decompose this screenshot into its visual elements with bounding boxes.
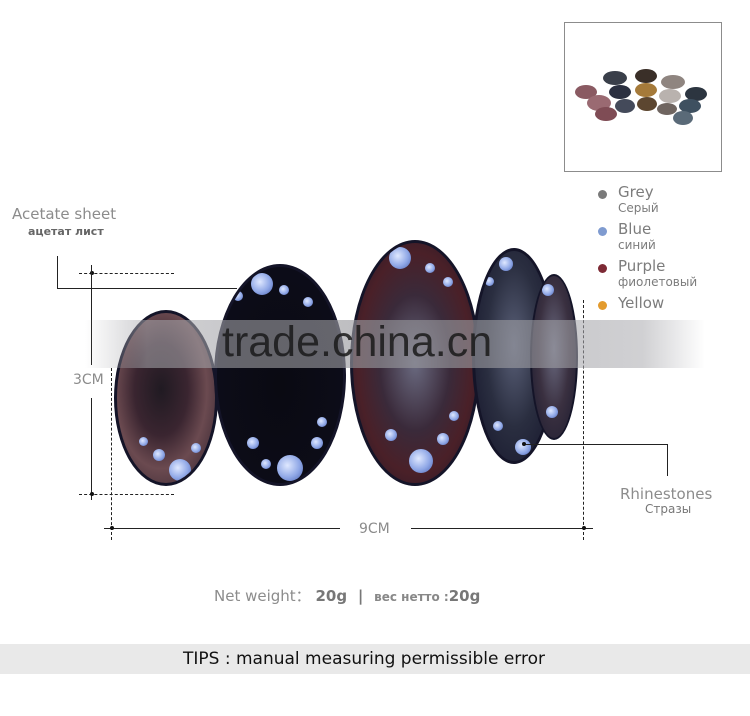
height-top-dashline <box>79 273 174 274</box>
height-dimension-line-bottom <box>91 398 92 500</box>
acetate-label: Acetate sheet <box>12 205 117 223</box>
height-dimension-line-top <box>91 265 92 365</box>
width-dimension-line-left <box>104 528 340 529</box>
legend-item-purple[interactable]: Purple фиолетовый <box>596 258 746 295</box>
legend-label-ru: Серый <box>618 201 659 215</box>
width-dimension-line-right <box>411 528 593 529</box>
net-weight-value-ru: 20g <box>448 587 481 605</box>
watermark-text: trade.china.cn <box>222 318 493 366</box>
rhinestones-label: Rhinestones <box>620 485 713 503</box>
rhinestone-leader-vertical <box>667 444 668 476</box>
leader-dot <box>522 442 526 446</box>
clip-oval-2 <box>214 264 346 486</box>
tips-bar <box>0 644 750 674</box>
legend-label-en: Grey <box>618 183 654 201</box>
net-weight-value: 20g <box>315 587 348 605</box>
dimension-dot <box>110 526 114 530</box>
weight-separator: | <box>357 587 364 605</box>
legend-label-en: Yellow <box>618 294 665 312</box>
purple-swatch-icon <box>598 264 607 273</box>
net-weight-label: Net weight： <box>214 587 311 605</box>
tips-text: TIPS : manual measuring permissible erro… <box>183 649 545 669</box>
legend-label-en: Purple <box>618 257 666 275</box>
rhinestones-label-ru: Стразы <box>645 502 692 516</box>
legend-label-ru: фиолетовый <box>618 275 698 289</box>
product-thumbnail <box>564 22 722 172</box>
width-left-dashline <box>111 368 112 540</box>
legend-item-blue[interactable]: Blue синий <box>596 221 746 258</box>
legend-item-grey[interactable]: Grey Серый <box>596 184 746 221</box>
legend-item-yellow[interactable]: Yellow <box>596 295 746 332</box>
acetate-leader-vertical <box>57 256 58 288</box>
legend-label-en: Blue <box>618 220 652 238</box>
dimension-dot <box>90 271 94 275</box>
dimension-dot <box>90 492 94 496</box>
legend-label-ru: синий <box>618 238 656 252</box>
blue-swatch-icon <box>598 227 607 236</box>
dimension-dot <box>582 526 586 530</box>
grey-swatch-icon <box>598 190 607 199</box>
net-weight-label-ru: вес нетто : <box>374 590 449 604</box>
acetate-label-ru: ацетат лист <box>28 225 104 238</box>
watermark-band <box>85 320 705 368</box>
acetate-leader-horizontal <box>57 288 237 289</box>
height-bottom-dashline <box>79 494 174 495</box>
width-dimension-label: 9CM <box>359 521 390 537</box>
net-weight: Net weight： 20g | вес нетто :20g <box>214 585 480 606</box>
rhinestone-leader-horizontal <box>524 444 668 445</box>
height-dimension-label: 3CM <box>73 372 104 388</box>
width-right-dashline <box>583 300 584 540</box>
color-legend: Grey Серый Blue синий Purple фиолетовый … <box>596 184 746 332</box>
yellow-swatch-icon <box>598 301 607 310</box>
